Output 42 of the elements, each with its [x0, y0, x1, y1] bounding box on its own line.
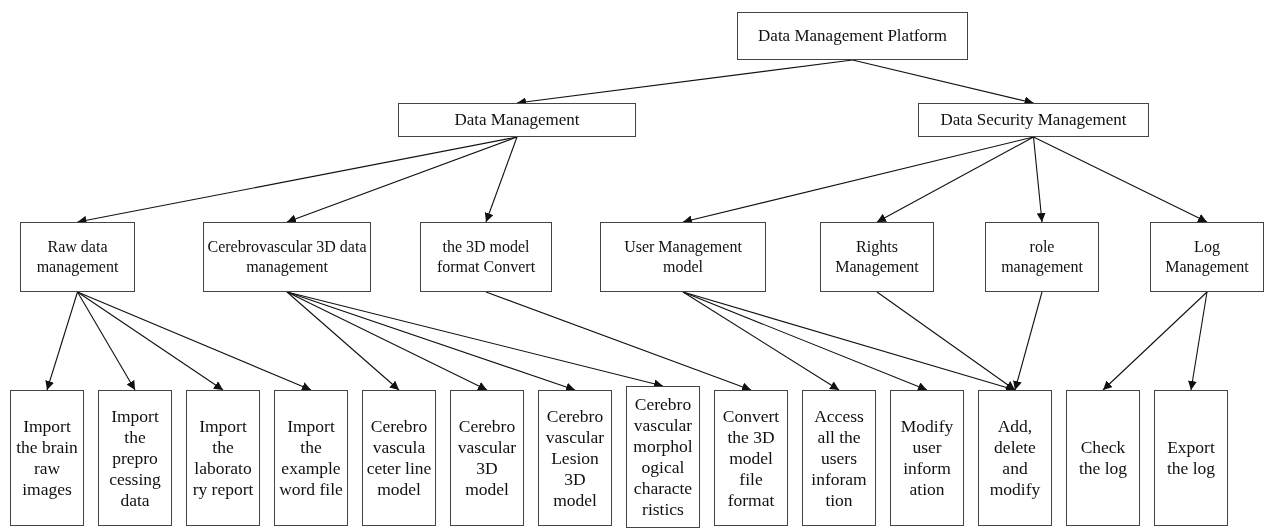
process-box: Data Management Platform — [737, 12, 968, 60]
arrow — [286, 291, 488, 391]
process-box: Cerebro vascular 3D model — [450, 390, 524, 526]
process-box: the 3D model format Convert — [420, 222, 552, 292]
arrow — [286, 136, 518, 224]
process-box: Convert the 3D model file format — [714, 390, 788, 526]
arrow — [45, 291, 79, 391]
arrow — [1032, 136, 1208, 223]
process-box: Cerebro vascula ceter line model — [362, 390, 436, 526]
arrow — [286, 291, 400, 391]
arrow — [876, 136, 1035, 223]
arrow — [76, 291, 224, 391]
process-box: Import the prepro cessing data — [98, 390, 172, 526]
process-box: Raw data management — [20, 222, 135, 292]
process-box: Cerebrovascular 3D data management — [203, 222, 371, 292]
process-box: Check the log — [1066, 390, 1140, 526]
arrow — [1032, 136, 1046, 223]
process-box: role management — [985, 222, 1099, 292]
arrow — [1102, 291, 1208, 391]
process-box: Cerebro vascular morphol ogical characte ristics — [626, 386, 700, 528]
process-box: Import the laborato ry report — [186, 390, 260, 526]
process-box: Import the brain raw images — [10, 390, 84, 526]
arrow — [682, 291, 928, 391]
arrow — [682, 291, 840, 391]
process-box: Data Security Management — [918, 103, 1149, 137]
arrow — [876, 291, 1016, 391]
process-box: User Management model — [600, 222, 766, 292]
process-box: Data Management — [398, 103, 636, 137]
process-box: Log Management — [1150, 222, 1264, 292]
process-box: Import the example word file — [274, 390, 348, 526]
process-box: Access all the users inforam tion — [802, 390, 876, 526]
arrow — [484, 136, 518, 223]
arrow — [485, 291, 752, 392]
process-box: Add, delete and modify — [978, 390, 1052, 526]
process-box: Cerebro vascular Lesion 3D model — [538, 390, 612, 526]
process-box: Export the log — [1154, 390, 1228, 526]
arrow — [76, 291, 136, 391]
arrow — [76, 291, 312, 391]
process-box: Rights Management — [820, 222, 934, 292]
arrow — [1188, 291, 1208, 391]
arrow — [1013, 291, 1043, 391]
process-box: Modify user inform ation — [890, 390, 964, 526]
